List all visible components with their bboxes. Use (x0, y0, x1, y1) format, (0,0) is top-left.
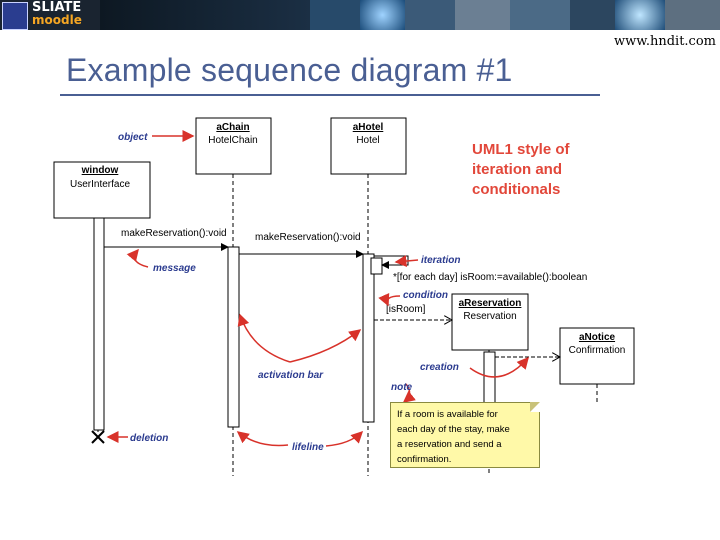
object-areservation-type: Reservation (463, 311, 516, 322)
uml1-line-3: conditionals (472, 180, 570, 200)
lifeline-pointer-right (326, 432, 362, 446)
object-ahotel-type: Hotel (356, 135, 379, 146)
activation-bar-window (94, 218, 104, 430)
annotation-deletion: deletion (130, 433, 168, 444)
object-window: window UserInterface (54, 162, 150, 218)
note-line-1: If a room is available for (397, 407, 533, 422)
object-achain: aChain HotelChain (196, 118, 271, 174)
object-areservation: aReservation Reservation (452, 294, 528, 350)
annotation-condition: condition (403, 290, 448, 301)
activation-bar-ahotel (363, 254, 374, 422)
message-label-3: *[for each day] isRoom:=available():bool… (393, 272, 587, 283)
object-achain-type: HotelChain (208, 135, 257, 146)
note-line-2: each day of the stay, make (397, 422, 533, 437)
iteration-pointer (396, 260, 418, 262)
activation-bar-achain (228, 247, 239, 427)
annotation-iteration: iteration (421, 255, 460, 266)
note-fold-corner (530, 402, 540, 412)
activation-bar-areservation (484, 352, 495, 404)
creation-pointer (470, 358, 528, 377)
object-anotice: aNotice Confirmation (560, 328, 634, 384)
annotation-lifeline: lifeline (292, 442, 324, 453)
object-window-type: UserInterface (70, 179, 130, 190)
object-anotice-type: Confirmation (569, 345, 626, 356)
message-label-2: makeReservation():void (255, 232, 361, 243)
annotation-creation: creation (420, 362, 459, 373)
deletion-x-icon (92, 431, 104, 443)
annotation-message: message (153, 263, 196, 274)
object-ahotel-name: aHotel (353, 122, 384, 133)
guard-label: [isRoom] (386, 304, 426, 315)
activation-bar-ahotel-nested (371, 258, 382, 274)
object-areservation-name: aReservation (459, 298, 522, 309)
note-line-3: a reservation and send a (397, 437, 533, 452)
activation-pointer-left (240, 315, 290, 362)
message-pointer (135, 250, 148, 267)
lifeline-pointer-left (238, 432, 288, 445)
annotation-activation-bar: activation bar (258, 370, 324, 381)
uml1-line-2: iteration and (472, 160, 570, 180)
uml1-line-1: UML1 style of (472, 140, 570, 160)
activation-pointer-right (290, 330, 360, 362)
object-achain-name: aChain (216, 122, 249, 133)
object-anotice-name: aNotice (579, 332, 616, 343)
message-label-1: makeReservation():void (121, 228, 227, 239)
object-window-name: window (81, 165, 119, 176)
uml-note: If a room is available for each day of t… (390, 402, 540, 468)
uml1-style-caption: UML1 style of iteration and conditionals (472, 140, 570, 200)
annotation-object: object (118, 132, 148, 143)
annotation-note: note (391, 382, 413, 393)
object-ahotel: aHotel Hotel (331, 118, 406, 174)
note-line-4: confirmation. (397, 452, 533, 467)
